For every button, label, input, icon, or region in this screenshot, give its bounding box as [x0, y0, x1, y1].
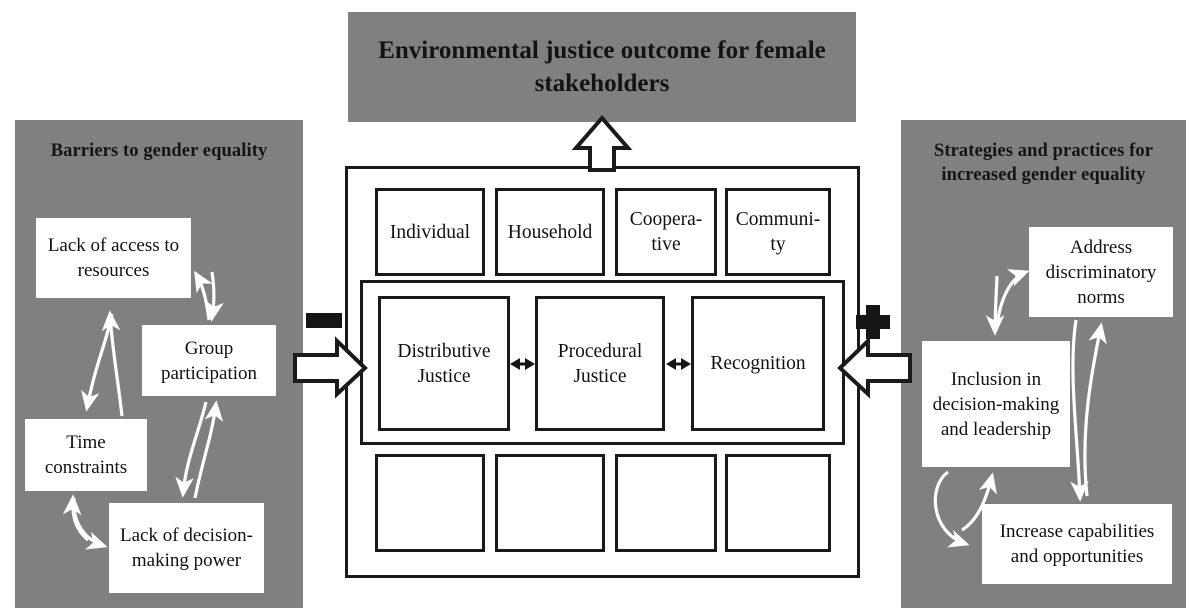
cell-procedural-justice[interactable]: Procedural Justice: [535, 296, 665, 431]
node-group-participation[interactable]: Group participation: [142, 325, 276, 396]
node-lack-of-access[interactable]: Lack of access to resources: [36, 218, 191, 298]
cell-scale-household-label: Household: [507, 221, 593, 243]
node-lack-of-decision-making-power[interactable]: Lack of decision- making power: [109, 503, 264, 593]
cell-empty-4[interactable]: [725, 454, 831, 552]
node-address-discriminatory-norms-label: Address discriminatory norms: [1045, 236, 1157, 308]
node-inclusion-in-decision-making[interactable]: Inclusion in decision-making and leaders…: [922, 341, 1070, 467]
cell-scale-individual-label: Individual: [389, 221, 471, 243]
cell-scale-community[interactable]: Communi-ty: [725, 188, 831, 276]
banner-title: Environmental justice outcome for female…: [378, 37, 826, 97]
node-increase-capabilities[interactable]: Increase capabilities and opportunities: [982, 504, 1172, 584]
cell-recognition[interactable]: Recognition: [691, 296, 825, 431]
node-group-participation-label: Group participation: [160, 337, 258, 384]
cell-distributive-justice-label: Distributive Justice: [397, 340, 491, 387]
cell-scale-household[interactable]: Household: [495, 188, 605, 276]
node-time-constraints[interactable]: Time constraints: [25, 419, 147, 491]
cell-scale-individual[interactable]: Individual: [375, 188, 485, 276]
node-increase-capabilities-label: Increase capabilities and opportunities: [999, 521, 1155, 567]
node-inclusion-in-decision-making-label: Inclusion in decision-making and leaders…: [932, 368, 1060, 440]
cell-scale-cooperative-label: Coopera-tive: [629, 209, 703, 255]
node-address-discriminatory-norms[interactable]: Address discriminatory norms: [1029, 227, 1173, 317]
block-arrow-up-to-outcome: [571, 114, 633, 172]
node-lack-of-access-label: Lack of access to resources: [47, 235, 180, 281]
outcome-banner: Environmental justice outcome for female…: [348, 12, 856, 122]
cell-empty-2[interactable]: [495, 454, 605, 552]
cell-procedural-justice-label: Procedural Justice: [557, 340, 643, 387]
cell-distributive-justice[interactable]: Distributive Justice: [378, 296, 510, 431]
node-time-constraints-label: Time constraints: [44, 432, 128, 478]
minus-sign-icon: [306, 313, 342, 328]
node-lack-of-decision-making-power-label: Lack of decision- making power: [120, 525, 253, 571]
cell-empty-1[interactable]: [375, 454, 485, 552]
barriers-panel-title: Barriers to gender equality: [50, 141, 268, 161]
strategies-panel-title: Strategies and practices for increased g…: [933, 141, 1154, 185]
cell-recognition-label: Recognition: [710, 353, 806, 374]
cell-scale-community-label: Communi-ty: [735, 209, 821, 255]
cell-scale-cooperative[interactable]: Coopera-tive: [615, 188, 717, 276]
plus-sign-icon: [856, 305, 890, 339]
cell-empty-3[interactable]: [615, 454, 717, 552]
